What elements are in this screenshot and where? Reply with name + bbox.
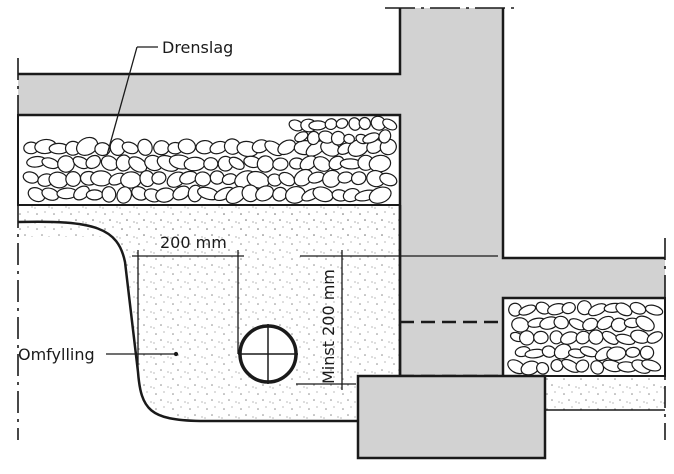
stone [308,120,327,131]
stone [272,157,289,171]
stone [518,304,537,316]
stone [533,330,549,345]
stone [615,333,636,346]
stone [312,156,332,172]
backfill-sand-region [18,205,665,421]
foundation-footing [356,374,547,460]
stone [379,172,398,187]
stone [378,129,392,144]
stone [641,359,662,372]
stone [639,345,655,360]
stone [228,156,245,170]
stone [116,186,133,204]
stone [27,187,46,203]
stone [209,170,225,185]
stone [601,330,619,345]
stone [629,301,647,315]
stone [101,186,117,203]
stone [172,185,191,201]
stone [293,168,314,187]
stone [625,346,641,358]
stone [582,317,599,332]
drainage-stone-layer-right [502,297,666,377]
stone [519,330,535,346]
stone [368,186,392,204]
stone [382,118,398,131]
stone [635,315,655,332]
stone [350,171,367,186]
stone [328,155,345,171]
stone [121,141,139,155]
stone [553,315,569,330]
stone [65,171,82,187]
stone [553,343,572,360]
stone [596,315,615,331]
stone [90,170,113,187]
stone [575,359,590,373]
drainage-stone-layer [17,114,401,206]
drainage-layer-label: Drenslag [162,38,233,57]
horizontal-dimension-label: 200 mm [160,233,227,252]
stone [511,317,530,333]
drain-pipe [238,324,298,384]
horizontal-dimension [132,250,244,372]
stone [57,155,75,173]
stone [137,138,153,156]
stone [615,302,633,317]
drainage-leader [106,46,158,156]
stone [151,171,167,185]
stone [241,184,260,203]
stone [85,189,104,201]
stone [73,185,90,201]
stone [646,331,663,344]
stone [644,304,664,316]
stone [335,118,349,129]
stone [255,185,275,202]
stone [277,139,297,156]
stone [177,138,197,155]
stone [343,133,355,145]
vertical-dimension-label: Minst 200 mm [319,269,338,384]
stone [508,302,523,317]
stone [588,329,604,345]
stone [294,131,309,143]
vertical-dimension [296,250,498,390]
stone [128,156,148,173]
stone [561,301,576,315]
stone [272,186,288,202]
stone [203,157,219,171]
stone [536,361,550,375]
backfill-leader [106,351,179,357]
backfill-label: Omfylling [18,345,95,364]
backfill-boundary-line [17,220,358,423]
stone [85,154,101,170]
stone [550,358,564,373]
stone [278,171,296,187]
stone [358,116,372,131]
section-lines [17,7,666,440]
stone [75,136,99,156]
stone [576,300,592,316]
